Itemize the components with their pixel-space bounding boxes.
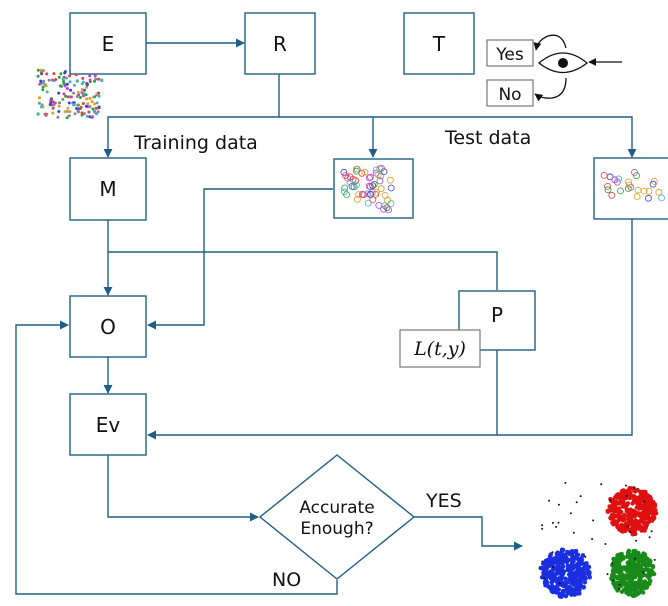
yes-box-label: Yes <box>495 45 524 65</box>
arrow-test-to-ev <box>147 219 633 440</box>
arrow-decision-yes <box>413 516 523 551</box>
raw-data-scatter-icon <box>36 68 104 120</box>
test-data-label: Test data <box>444 127 531 149</box>
training-scatter-thumbnail-icon <box>340 164 395 214</box>
m-label: M <box>99 177 116 201</box>
r-label: R <box>273 32 287 56</box>
t-label: T <box>432 32 446 56</box>
loss-function-box <box>399 329 481 368</box>
e-box <box>69 12 147 75</box>
arrow-r-to-test-data <box>279 116 637 158</box>
arrow-decision-no <box>15 320 338 595</box>
test-scatter-thumbnail-icon <box>600 168 665 202</box>
ev-box <box>69 393 147 456</box>
r-box <box>244 12 316 75</box>
decision-label-line1: Accurate <box>299 498 374 518</box>
no-label: NO <box>272 569 301 591</box>
training-data-label: Training data <box>133 132 258 154</box>
clusters-icon <box>538 481 659 599</box>
p-label: P <box>491 303 503 327</box>
arrow-ev-to-decision <box>107 455 259 522</box>
loss-function-label: L(t,y) <box>413 338 466 360</box>
o-box <box>69 295 147 358</box>
yes-label: YES <box>425 490 462 512</box>
no-box-label: No <box>498 85 521 105</box>
yes-box <box>486 39 534 67</box>
no-box <box>486 79 534 107</box>
m-box <box>69 157 147 221</box>
arrow-r-to-m <box>103 74 280 158</box>
o-label: O <box>100 315 116 339</box>
eye-icon <box>533 34 622 102</box>
decision-diamond <box>258 454 416 580</box>
arrow-thumb-to-o <box>147 188 333 330</box>
decision-label-line2: Enough? <box>300 519 373 539</box>
t-box <box>403 12 475 75</box>
ev-label: Ev <box>96 413 121 437</box>
wire-m-to-p <box>108 251 498 290</box>
e-label: E <box>102 32 115 56</box>
connectors <box>15 38 637 595</box>
